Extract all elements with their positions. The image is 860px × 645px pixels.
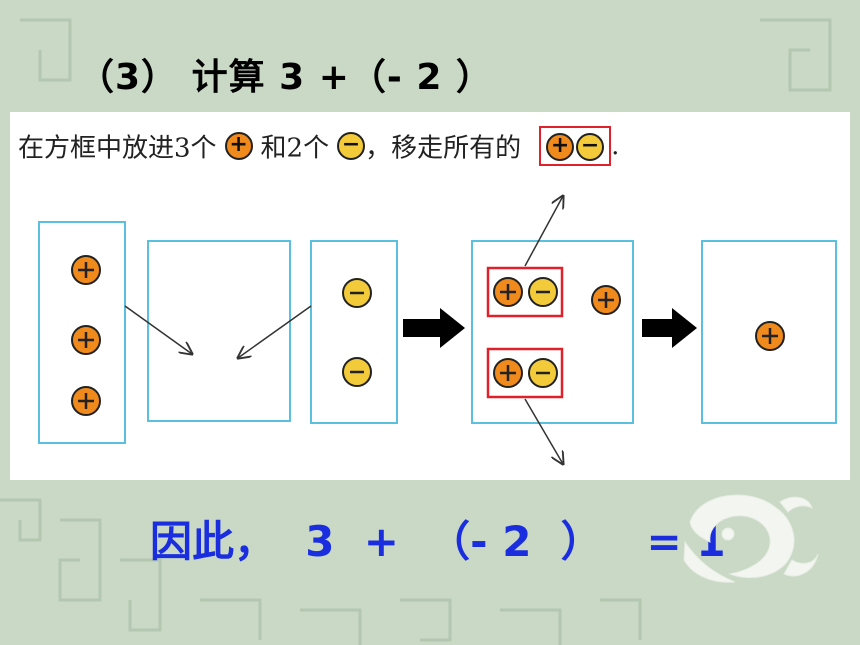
positive-chip-icon xyxy=(492,276,524,308)
dragon-ornament-icon xyxy=(683,494,819,583)
positive-chip-icon xyxy=(492,357,524,389)
negative-chip-icon xyxy=(527,357,559,389)
box-two-negatives xyxy=(310,240,398,424)
negative-chip-icon xyxy=(527,276,559,308)
positive-chip-icon xyxy=(70,254,102,286)
positive-chip-icon xyxy=(70,385,102,417)
move-arrow-positives xyxy=(124,305,192,354)
negative-chip-icon: − xyxy=(337,132,366,160)
conclusion-equation: 因此， 3 + （- 2 ） = 1 xyxy=(150,517,726,566)
instruction-end: . xyxy=(611,131,620,161)
diagram-panel: 在方框中放进3个+和2个−，移走所有的+−. xyxy=(10,112,850,480)
move-arrow-negatives xyxy=(238,305,312,358)
process-diagram xyxy=(38,112,837,480)
page-title: （3） 计算 3 +（- 2 ） xyxy=(78,57,493,98)
positive-chip-icon xyxy=(70,324,102,356)
box-result xyxy=(701,240,837,424)
zero-pair-box xyxy=(486,347,564,399)
negative-chip-icon: − xyxy=(576,133,605,161)
negative-chip-icon xyxy=(341,356,373,388)
remove-arrow-up xyxy=(524,196,563,267)
positive-chip-icon: + xyxy=(546,133,575,161)
instruction-part3: ，移走所有的 xyxy=(365,133,522,164)
box-pairing xyxy=(471,240,634,424)
negative-chip-icon xyxy=(341,277,373,309)
box-empty-target xyxy=(147,240,291,422)
zero-pair-icon: +− xyxy=(539,126,612,166)
instruction-line: 在方框中放进3个+和2个−，移走所有的+−. xyxy=(18,126,619,166)
instruction-part1: 在方框中放进3个 xyxy=(18,133,217,164)
remove-arrow-down xyxy=(524,398,563,464)
positive-chip-icon: + xyxy=(224,132,253,160)
positive-chip-icon xyxy=(754,320,786,352)
step-arrow-icon xyxy=(403,308,465,348)
instruction-part2: 和2个 xyxy=(260,133,330,164)
step-arrow-icon xyxy=(642,308,697,348)
positive-chip-icon xyxy=(590,284,622,316)
zero-pair-box xyxy=(486,266,564,318)
box-three-positives xyxy=(38,221,126,444)
